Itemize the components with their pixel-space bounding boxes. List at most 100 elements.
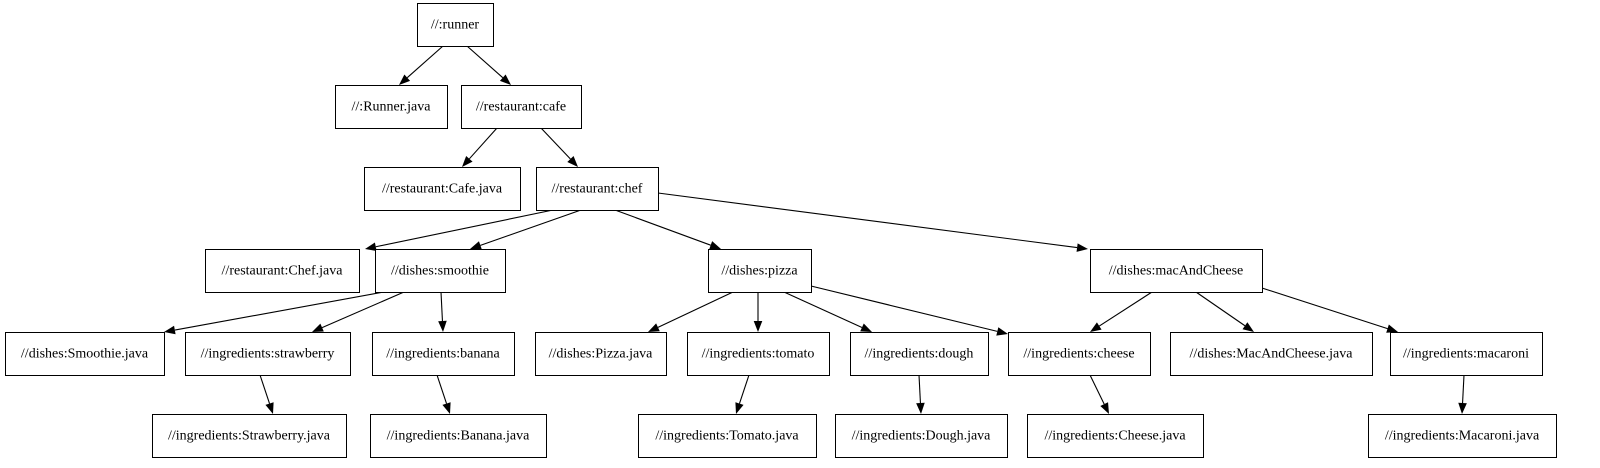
edge-line: [918, 374, 921, 404]
graph-node-ing-cheese[interactable]: //ingredients:cheese: [1008, 332, 1151, 376]
graph-node-ing-banana-java[interactable]: //ingredients:Banana.java: [370, 414, 547, 458]
graph-node-dishes-pizza[interactable]: //dishes:pizza: [708, 249, 812, 293]
graph-node-dishes-smoothie[interactable]: //dishes:smoothie: [375, 249, 506, 293]
node-label: //restaurant:cafe: [476, 100, 566, 115]
node-label: //ingredients:Macaroni.java: [1385, 429, 1540, 444]
graph-node-ing-tomato-java[interactable]: //ingredients:Tomato.java: [638, 414, 817, 458]
edge-line: [440, 291, 443, 322]
graph-node-dishes-macandcheese[interactable]: //dishes:macAndCheese: [1090, 249, 1263, 293]
graph-edge: [399, 45, 444, 85]
node-box[interactable]: [835, 414, 1008, 458]
edge-line: [783, 291, 863, 328]
graph-node-ing-strawberry[interactable]: //ingredients:strawberry: [185, 332, 351, 376]
node-box[interactable]: [152, 414, 347, 458]
edge-arrowhead: [1386, 324, 1398, 333]
node-label: //restaurant:chef: [552, 182, 643, 197]
edge-arrowhead: [1100, 402, 1109, 414]
edge-arrowhead: [1242, 322, 1254, 332]
node-box[interactable]: [708, 249, 812, 293]
graph-node-dishes-smoothie-java[interactable]: //dishes:Smoothie.java: [5, 332, 165, 376]
edge-line: [657, 192, 1078, 249]
edge-arrowhead: [567, 156, 578, 167]
graph-node-restaurant-cafe-java[interactable]: //restaurant:Cafe.java: [364, 167, 521, 211]
node-label: //ingredients:Banana.java: [387, 429, 530, 444]
graph-node-ing-strawberry-java[interactable]: //ingredients:Strawberry.java: [152, 414, 347, 458]
graph-edge: [1089, 374, 1109, 414]
node-box[interactable]: [205, 249, 360, 293]
node-box[interactable]: [375, 249, 506, 293]
graph-edge: [1261, 287, 1398, 333]
graph-node-dishes-pizza-java[interactable]: //dishes:Pizza.java: [535, 332, 667, 376]
edge-line: [657, 291, 734, 328]
node-box[interactable]: [417, 3, 494, 47]
graph-edge: [312, 291, 405, 332]
graph-edge: [648, 291, 734, 332]
graph-edge: [735, 374, 750, 414]
graph-node-restaurant-chef[interactable]: //restaurant:chef: [536, 167, 659, 211]
node-label: //:runner: [431, 18, 480, 33]
graph-edge: [810, 285, 1008, 336]
edge-line: [1098, 291, 1153, 327]
graph-edge: [657, 192, 1088, 252]
graph-node-runner-java[interactable]: //:Runner.java: [335, 85, 448, 129]
graph-edge: [436, 374, 451, 414]
graph-edge: [540, 127, 578, 167]
graph-node-ing-dough[interactable]: //ingredients:dough: [850, 332, 989, 376]
node-label: //ingredients:Strawberry.java: [168, 429, 331, 444]
graph-node-ing-macaroni[interactable]: //ingredients:macaroni: [1390, 332, 1543, 376]
node-label: //restaurant:Cafe.java: [382, 182, 503, 197]
graph-edge: [438, 291, 447, 332]
graph-node-ing-cheese-java[interactable]: //ingredients:Cheese.java: [1027, 414, 1204, 458]
node-label: //ingredients:dough: [865, 347, 974, 362]
node-box[interactable]: [1390, 332, 1543, 376]
graph-node-restaurant-chef-java[interactable]: //restaurant:Chef.java: [205, 249, 360, 293]
edge-line: [738, 374, 750, 404]
node-box[interactable]: [185, 332, 351, 376]
node-box[interactable]: [364, 167, 521, 211]
edge-line: [259, 374, 271, 404]
graph-edge: [1090, 291, 1153, 332]
graph-node-runner[interactable]: //:runner: [417, 3, 494, 47]
edge-line: [406, 45, 444, 79]
edge-arrowhead: [860, 323, 872, 332]
graph-node-restaurant-cafe[interactable]: //restaurant:cafe: [461, 85, 582, 129]
graph-node-ing-banana[interactable]: //ingredients:banana: [372, 332, 515, 376]
graph-node-ing-tomato[interactable]: //ingredients:tomato: [687, 332, 830, 376]
graph-node-ing-dough-java[interactable]: //ingredients:Dough.java: [835, 414, 1008, 458]
node-label: //dishes:Pizza.java: [549, 347, 654, 362]
node-box[interactable]: [1170, 332, 1373, 376]
edge-arrowhead: [648, 323, 660, 332]
edge-line: [540, 127, 571, 160]
graph-node-dishes-mac-java[interactable]: //dishes:MacAndCheese.java: [1170, 332, 1373, 376]
node-box[interactable]: [638, 414, 817, 458]
node-label: //ingredients:banana: [386, 347, 500, 362]
node-label: //dishes:pizza: [721, 264, 798, 279]
node-box[interactable]: [850, 332, 989, 376]
node-box[interactable]: [461, 85, 582, 129]
edge-arrowhead: [265, 402, 274, 414]
node-box[interactable]: [536, 167, 659, 211]
edge-line: [480, 209, 582, 246]
graph-edge: [753, 292, 763, 332]
node-box[interactable]: [1027, 414, 1204, 458]
edges-layer: [164, 45, 1467, 414]
edge-arrowhead: [735, 402, 744, 414]
node-box[interactable]: [687, 332, 830, 376]
node-box[interactable]: [1368, 414, 1557, 458]
graph-edge: [470, 209, 582, 250]
node-box[interactable]: [335, 85, 448, 129]
node-label: //ingredients:cheese: [1023, 347, 1134, 362]
node-box[interactable]: [1090, 249, 1263, 293]
edge-line: [1462, 374, 1465, 404]
node-box[interactable]: [1008, 332, 1151, 376]
node-box[interactable]: [372, 332, 515, 376]
node-box[interactable]: [370, 414, 547, 458]
node-box[interactable]: [5, 332, 165, 376]
node-box[interactable]: [535, 332, 667, 376]
graph-node-ing-macaroni-java[interactable]: //ingredients:Macaroni.java: [1368, 414, 1557, 458]
edge-arrowhead: [709, 241, 721, 250]
node-label: //restaurant:Chef.java: [222, 264, 344, 279]
edge-arrowhead: [164, 325, 176, 335]
node-label: //ingredients:macaroni: [1403, 347, 1529, 362]
